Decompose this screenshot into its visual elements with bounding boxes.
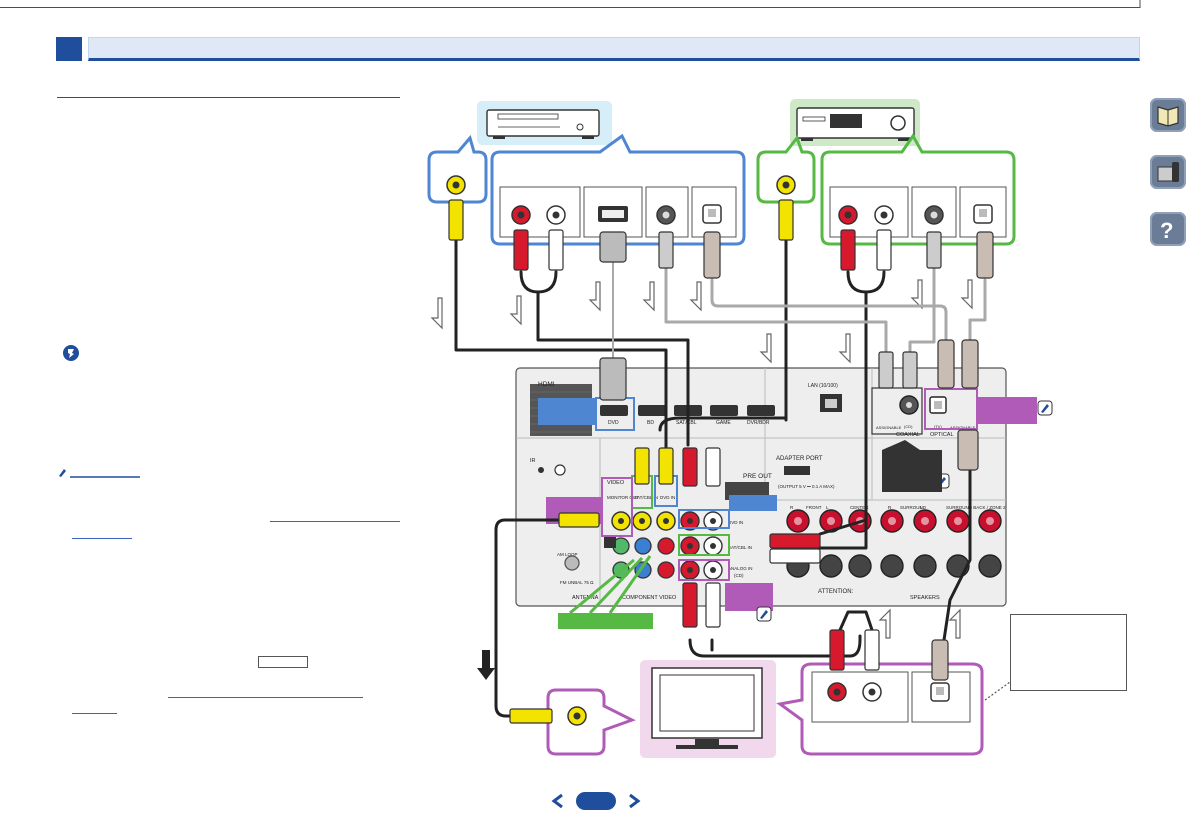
green-label bbox=[558, 613, 653, 629]
svg-text:ANTENNA: ANTENNA bbox=[572, 595, 599, 601]
svg-text:ASSIGNABLE: ASSIGNABLE bbox=[876, 425, 902, 430]
svg-text:FM UNBAL 75 Ω: FM UNBAL 75 Ω bbox=[560, 580, 594, 585]
receiver-rear-panel bbox=[515, 367, 1007, 607]
svg-text:BD: BD bbox=[647, 420, 654, 426]
signal-flow-arrows bbox=[430, 279, 973, 639]
svg-text:COMPONENT VIDEO: COMPONENT VIDEO bbox=[622, 595, 677, 601]
svg-text:ATTENTION:: ATTENTION: bbox=[818, 589, 854, 595]
svg-text:SAT/CBL IN: SAT/CBL IN bbox=[634, 495, 658, 500]
svg-text:SAT/CBL: SAT/CBL bbox=[676, 420, 697, 426]
svg-text:DVD IN: DVD IN bbox=[660, 495, 675, 500]
remote-button-key bbox=[258, 656, 308, 668]
television bbox=[640, 660, 776, 758]
note-link-underline-4 bbox=[72, 713, 117, 714]
pink-label-optical bbox=[977, 397, 1037, 424]
cd-audio-out-bubble bbox=[820, 133, 1016, 246]
svg-text:(TV): (TV) bbox=[934, 424, 942, 429]
prev-page-button[interactable] bbox=[550, 793, 566, 809]
svg-text:DVR/BDR: DVR/BDR bbox=[747, 420, 770, 426]
book-icon[interactable] bbox=[1150, 98, 1186, 132]
note-link-underline-2 bbox=[72, 538, 132, 539]
tv-video-in-bubble bbox=[546, 688, 636, 756]
important-icon bbox=[63, 345, 79, 361]
cd-video-out-bubble bbox=[756, 134, 816, 204]
svg-text:SURROUND BACK / ZONE 2: SURROUND BACK / ZONE 2 bbox=[946, 505, 1006, 510]
dvd-player bbox=[477, 101, 612, 145]
callout-box bbox=[1010, 614, 1127, 691]
pink-label-analog bbox=[725, 583, 773, 611]
plugs-receiver bbox=[558, 339, 979, 628]
svg-text:DVD: DVD bbox=[608, 420, 619, 426]
plugs-top bbox=[448, 199, 994, 279]
svg-text:SURROUND: SURROUND bbox=[900, 505, 927, 510]
svg-text:GAME: GAME bbox=[716, 420, 731, 426]
dvd-audio-out-bubble bbox=[490, 133, 746, 246]
blue-label-audio bbox=[729, 495, 777, 511]
dvd-video-out-bubble bbox=[427, 134, 488, 204]
svg-text:L: L bbox=[826, 505, 829, 510]
svg-text:R: R bbox=[888, 505, 892, 510]
svg-text:OPTICAL: OPTICAL bbox=[930, 432, 954, 438]
svg-text:CENTER: CENTER bbox=[850, 505, 869, 510]
svg-text:SAT/CBL IN: SAT/CBL IN bbox=[728, 545, 752, 550]
svg-text:?: ? bbox=[1160, 218, 1173, 243]
svg-text:ASSIGNABLE: ASSIGNABLE bbox=[950, 425, 976, 430]
svg-text:L: L bbox=[920, 505, 923, 510]
svg-text:DVD IN: DVD IN bbox=[728, 520, 743, 525]
video-to-tv-arrow bbox=[477, 650, 495, 680]
label-hdmi: HDMI bbox=[538, 381, 555, 388]
blue-label-hdmi bbox=[538, 398, 596, 425]
cd-player bbox=[790, 99, 920, 146]
svg-text:AM LOOP: AM LOOP bbox=[557, 552, 578, 557]
next-page-button[interactable] bbox=[626, 793, 642, 809]
svg-text:(CD): (CD) bbox=[904, 424, 913, 429]
svg-text:ANALOG IN: ANALOG IN bbox=[728, 566, 753, 571]
page-number bbox=[576, 792, 616, 810]
svg-text:COAXIAL: COAXIAL bbox=[896, 432, 920, 438]
svg-text:SPEAKERS: SPEAKERS bbox=[910, 595, 940, 601]
section-number-badge bbox=[56, 37, 82, 61]
svg-text:ADAPTER PORT: ADAPTER PORT bbox=[776, 456, 823, 462]
receiver-remote-icon[interactable] bbox=[1150, 155, 1186, 189]
svg-text:MONITOR OUT: MONITOR OUT bbox=[607, 495, 639, 500]
svg-text:R: R bbox=[790, 505, 794, 510]
svg-text:(OUTPUT 5 V ⎓ 0.1 A MAX): (OUTPUT 5 V ⎓ 0.1 A MAX) bbox=[778, 484, 835, 489]
tv-audio-out-bubble bbox=[776, 662, 984, 756]
top-border-line bbox=[0, 0, 1141, 8]
coaxial-note-box bbox=[882, 450, 942, 492]
svg-text:VIDEO: VIDEO bbox=[607, 480, 625, 486]
note-link-underline-3 bbox=[168, 697, 363, 698]
note-pen-icon bbox=[59, 469, 140, 478]
section-title-bar bbox=[88, 37, 1140, 61]
svg-text:PRE OUT: PRE OUT bbox=[743, 473, 772, 480]
svg-text:FRONT: FRONT bbox=[806, 505, 822, 510]
help-icon[interactable]: ? bbox=[1150, 212, 1186, 246]
svg-text:(CD): (CD) bbox=[734, 573, 744, 578]
note-link-underline-1 bbox=[270, 521, 400, 522]
svg-text:IR: IR bbox=[530, 458, 536, 464]
subsection-heading-rule bbox=[57, 97, 400, 98]
svg-text:LAN (10/100): LAN (10/100) bbox=[808, 383, 838, 389]
